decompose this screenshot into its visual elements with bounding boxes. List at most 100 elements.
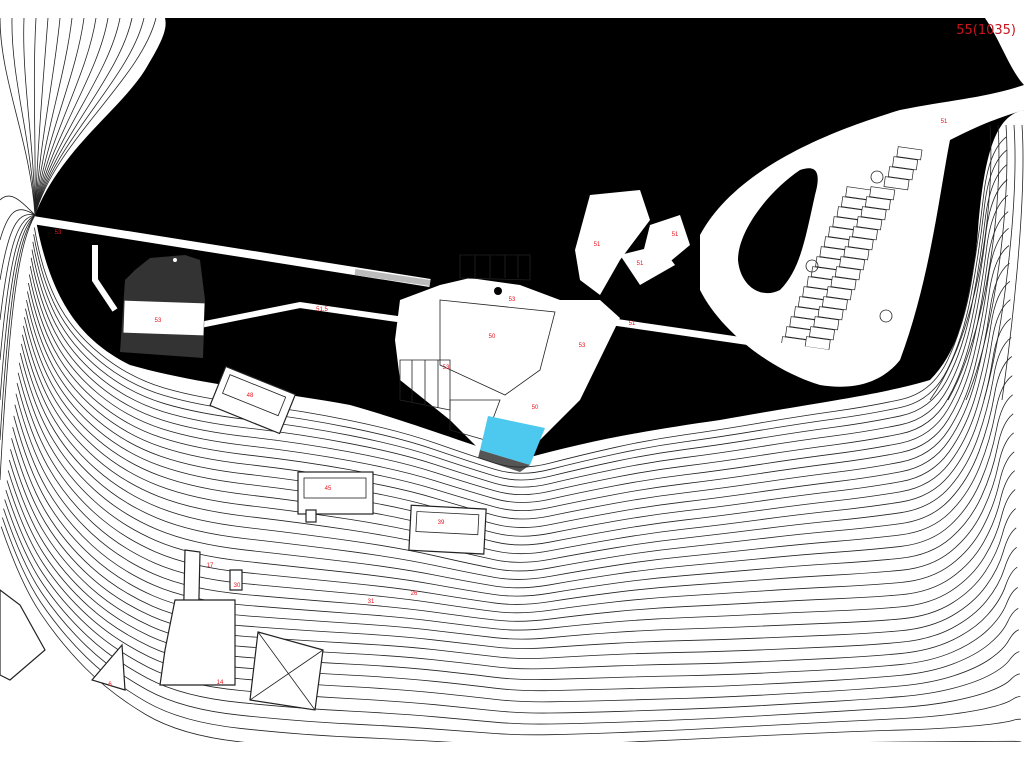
parking-space — [839, 256, 866, 271]
tree — [879, 309, 893, 323]
elevation-label: 51 — [672, 232, 679, 238]
parking-space — [834, 266, 861, 281]
contour-line — [34, 18, 73, 216]
elevation-label: 45 — [325, 486, 332, 492]
parking-space — [843, 246, 870, 261]
contour-line — [34, 18, 61, 216]
contour-line — [12, 426, 1017, 649]
elevation-label: 51 — [629, 321, 636, 327]
parking-space — [887, 166, 914, 181]
parking-space — [817, 306, 844, 321]
contour-line — [34, 18, 109, 216]
contour-line — [3, 508, 1021, 736]
contour-line — [6, 480, 1019, 703]
parking-space — [869, 186, 896, 201]
parking-space — [826, 286, 853, 301]
contour-line — [0, 209, 36, 241]
contour-line — [983, 124, 1016, 401]
elevation-label: 50 — [532, 405, 539, 411]
tree — [870, 170, 884, 184]
parking-space — [821, 296, 848, 311]
contour-line — [965, 124, 1008, 401]
contour-line — [28, 227, 1009, 512]
house-45 — [297, 471, 374, 523]
contour-line — [33, 149, 1007, 474]
parking-space — [847, 236, 874, 251]
entry-structures — [0, 549, 324, 711]
elevation-label: 51 — [594, 242, 601, 248]
contour-line — [34, 18, 97, 216]
contour-line — [23, 18, 36, 216]
contour-line — [0, 214, 36, 321]
highlighted-area — [480, 416, 545, 465]
contour-line — [14, 404, 1016, 631]
house-39 — [408, 504, 487, 555]
contour-line — [4, 499, 1020, 725]
contour-lines — [0, 18, 1024, 742]
contour-line — [31, 179, 1008, 488]
pier-east — [599, 316, 841, 359]
contour-line — [34, 18, 133, 216]
elevation-label: 14 — [217, 680, 224, 686]
elevation-label: 51 — [637, 261, 644, 267]
contour-line — [34, 18, 157, 216]
parking-space — [892, 156, 919, 171]
sheet-number: 55(1035) — [956, 23, 1016, 38]
parking-space — [830, 276, 857, 291]
contour-line — [13, 415, 1016, 640]
contour-line — [30, 194, 1009, 496]
contour-line — [0, 214, 36, 361]
contour-line — [32, 164, 1008, 481]
contour-line — [33, 136, 1007, 468]
elevation-label: 30 — [234, 583, 241, 589]
parking-grid — [780, 146, 923, 351]
elevation-label: 17 — [207, 563, 214, 569]
parking-space — [852, 226, 878, 241]
contour-line — [0, 526, 1022, 742]
contour-line — [23, 325, 1012, 563]
elevation-label: 53 — [155, 318, 162, 324]
contour-line — [8, 459, 1018, 681]
central-complex — [395, 278, 620, 460]
elevation-label: 53 — [443, 365, 450, 371]
contour-line — [26, 280, 1011, 537]
contour-line — [15, 393, 1015, 622]
contour-line — [18, 362, 1014, 597]
contour-line — [0, 214, 36, 441]
house-48 — [209, 365, 297, 435]
contour-line — [0, 214, 36, 281]
peninsula-pond — [738, 168, 818, 294]
contour-line — [7, 470, 1019, 692]
elevation-label: 26 — [411, 591, 418, 597]
contour-line — [10, 449, 1018, 670]
contour-line — [25, 299, 1011, 546]
parking-space — [813, 316, 840, 331]
parking-space — [883, 176, 910, 191]
contour-line — [34, 18, 49, 216]
contour-line — [11, 438, 1017, 659]
contour-line — [17, 372, 1014, 605]
boathouse-block — [575, 190, 650, 295]
contour-line — [33, 18, 37, 216]
elevation-label: 51.5 — [316, 307, 328, 313]
elevation-label: 51 — [941, 119, 948, 125]
contour-line — [19, 353, 1013, 589]
elevation-label: 53 — [55, 230, 62, 236]
contour-line — [1, 517, 1021, 742]
elevation-label: 50 — [489, 334, 496, 340]
parking-space — [860, 206, 887, 221]
tree — [805, 259, 819, 273]
parking-space — [809, 326, 835, 341]
contour-line — [5, 490, 1020, 714]
contour-line — [0, 18, 36, 216]
contour-line — [34, 18, 145, 216]
contour-line — [16, 383, 1015, 614]
contour-line — [24, 317, 1012, 555]
parking-space — [896, 146, 923, 161]
contour-line — [0, 214, 36, 401]
parking-space — [856, 216, 883, 231]
contour-line — [27, 262, 1010, 528]
contour-line — [1001, 124, 1024, 401]
contour-line — [0, 214, 36, 481]
